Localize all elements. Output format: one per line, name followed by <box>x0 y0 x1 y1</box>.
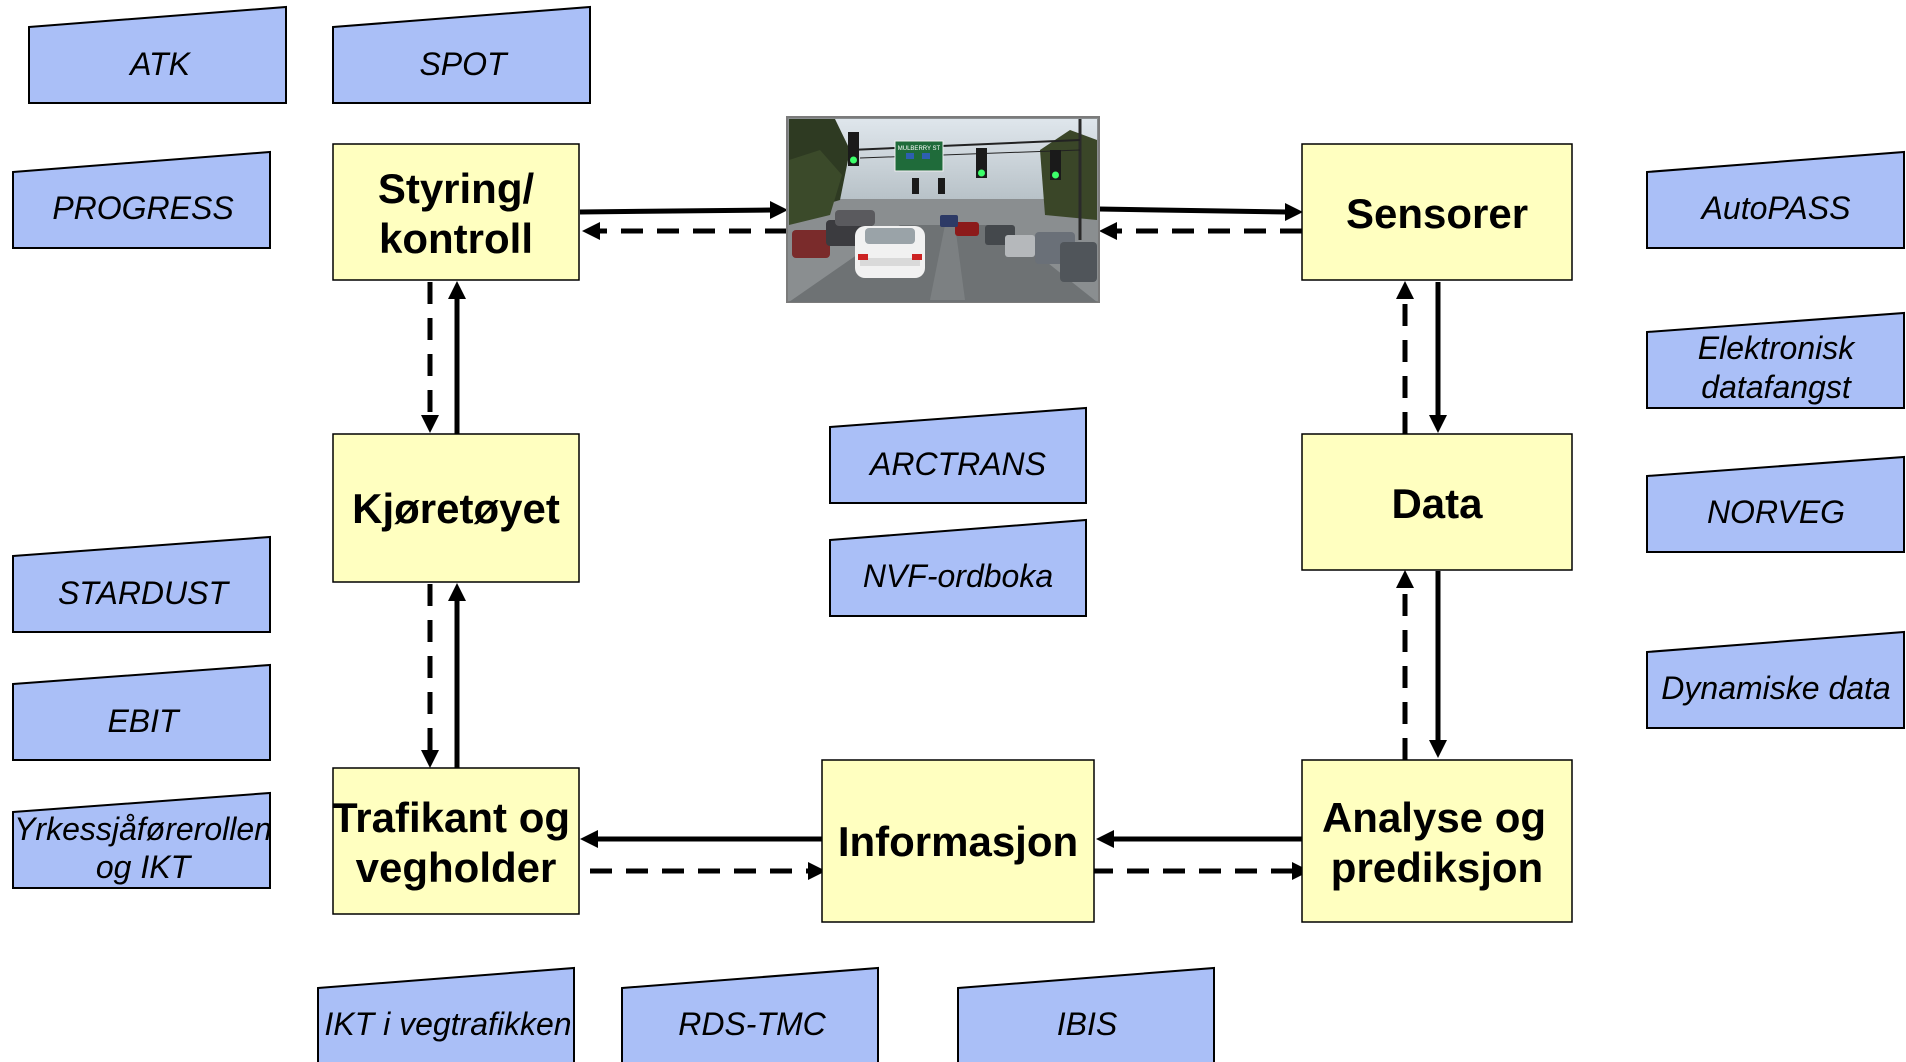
tab-elektronisk: Elektronisk datafangst <box>1646 311 1905 409</box>
node-styring-label-2: kontroll <box>379 215 533 262</box>
tab-yrkes-label-1: Yrkessjåførerollen <box>14 811 272 847</box>
tab-spot: SPOT <box>332 5 591 104</box>
tab-dynamiske-data: Dynamiske data <box>1646 630 1905 729</box>
node-analyse-label-1: Analyse og <box>1322 794 1546 841</box>
node-data: Data <box>1301 433 1573 571</box>
tab-arctrans: ARCTRANS <box>829 406 1087 504</box>
tab-yrkes-label-2: og IKT <box>96 849 193 885</box>
arrows <box>421 201 1447 880</box>
tab-nvf-ordboka: NVF-ordboka <box>829 518 1087 617</box>
node-data-label: Data <box>1391 480 1483 527</box>
node-styring-label-1: Styring/ <box>378 165 535 212</box>
tab-atk-label: ATK <box>128 46 192 82</box>
node-analyse-og-prediksjon: Analyse og prediksjon <box>1301 759 1573 923</box>
tab-arctrans-label: ARCTRANS <box>868 446 1046 482</box>
node-trafikant-label-2: vegholder <box>356 844 557 891</box>
node-sensorer-label: Sensorer <box>1346 190 1528 237</box>
node-analyse-label-2: prediksjon <box>1331 844 1543 891</box>
node-informasjon-label: Informasjon <box>838 818 1078 865</box>
tab-rds-label: RDS-TMC <box>678 1006 826 1042</box>
tab-norveg-label: NORVEG <box>1707 494 1845 530</box>
node-trafikant-label-1: Trafikant og <box>332 794 570 841</box>
tab-elektronisk-label-2: datafangst <box>1701 369 1852 405</box>
tab-norveg: NORVEG <box>1646 455 1905 553</box>
tab-rds-tmc: RDS-TMC <box>621 966 879 1062</box>
tab-elektronisk-label-1: Elektronisk <box>1698 330 1857 366</box>
tab-ebit-label: EBIT <box>107 703 181 739</box>
node-sensorer: Sensorer <box>1301 143 1573 281</box>
tab-ibis-label: IBIS <box>1057 1006 1117 1042</box>
tab-progress: PROGRESS <box>12 150 271 249</box>
tab-progress-label: PROGRESS <box>52 190 233 226</box>
tab-ikt-label: IKT i vegtrafikken <box>324 1006 571 1042</box>
tab-ibis: IBIS <box>957 966 1215 1062</box>
traffic-photo: MULBERRY ST <box>786 116 1100 303</box>
node-kjoretoyet-label: Kjøretøyet <box>352 485 560 532</box>
tab-nvf-label: NVF-ordboka <box>863 558 1053 594</box>
node-informasjon: Informasjon <box>821 759 1095 923</box>
tab-yrkessjaforerollen: Yrkessjåførerollen og IKT <box>12 791 272 889</box>
tab-autopass-label: AutoPASS <box>1700 190 1851 226</box>
tab-dynamiske-label: Dynamiske data <box>1661 670 1890 706</box>
tab-ikt-i-vegtrafikken: IKT i vegtrafikken <box>317 966 575 1062</box>
tab-stardust-label: STARDUST <box>58 575 231 611</box>
node-kjoretoyet: Kjøretøyet <box>332 433 580 583</box>
photo-sign-text: MULBERRY ST <box>898 146 941 152</box>
node-styring-kontroll: Styring/ kontroll <box>332 143 580 281</box>
tab-ebit: EBIT <box>12 663 271 761</box>
tab-stardust: STARDUST <box>12 535 271 633</box>
tab-spot-label: SPOT <box>419 46 509 82</box>
node-trafikant-og-vegholder: Trafikant og vegholder <box>332 767 580 915</box>
tab-autopass: AutoPASS <box>1646 150 1905 249</box>
tab-atk: ATK <box>28 5 287 104</box>
